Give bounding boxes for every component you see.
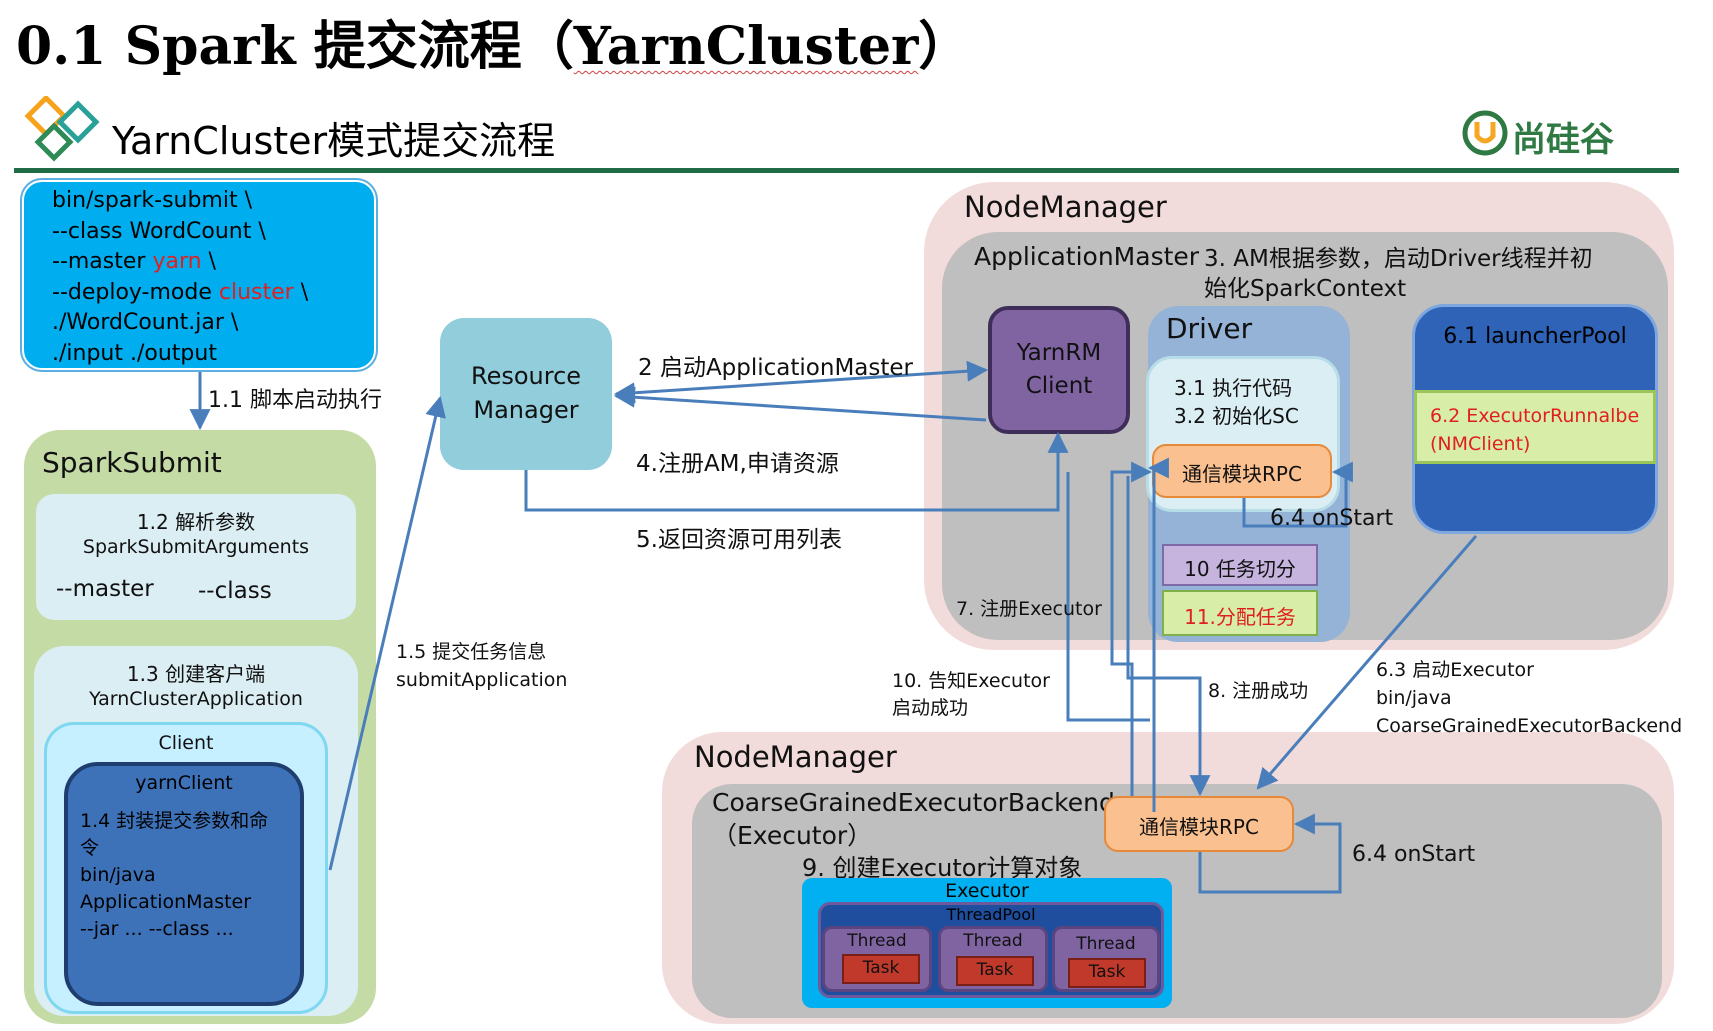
header-divider [14,168,1679,173]
command-line: ./WordCount.jar \ [52,310,239,335]
yarn-rm-client-box [988,306,1130,434]
task-box [1068,958,1146,988]
parse-args-title: 1.2 解析参数 [136,510,256,534]
executor-rpc-label: 通信模块RPC [1139,815,1259,839]
yarn-client-content: 1.4 封装提交参数和命 令 bin/java ApplicationMaste… [80,810,269,940]
command-line: --master yarn \ [52,249,216,274]
logo-diamonds-icon [24,94,104,166]
executor-backend-label: CoarseGrainedExecutorBackend （Executor） [712,788,1115,850]
create-executor-label: 9. 创建Executor计算对象 [802,854,1083,882]
arrow-label-5: 5.返回资源可用列表 [636,527,842,553]
resource-manager-box [440,318,612,470]
arrow-label-4: 4.注册AM,申请资源 [636,451,839,477]
executor-runnable-box [1414,390,1656,464]
task-label: Task [1088,962,1126,982]
node-manager-top-title: NodeManager [964,190,1167,224]
command-line: ./input ./output [52,340,217,366]
parse-args-box [36,494,356,620]
command-line: bin/spark-submit \ [52,188,253,213]
executor-runnable-label: 6.2 ExecutorRunnalbe (NMClient) [1430,405,1640,455]
diagram-subtitle: YarnCluster模式提交流程 [112,119,556,163]
driver-title: Driver [1166,312,1253,345]
node-manager-bottom-title: NodeManager [694,740,897,774]
arrow-label-10: 10. 告知Executor 启动成功 [892,670,1050,719]
arrow-label-6-4-top: 6.4 onStart [1270,506,1394,531]
driver-rpc-label: 通信模块RPC [1182,462,1302,486]
client-title: Client [158,732,214,754]
arrow-label-1-1: 1.1 脚本启动执行 [208,388,382,413]
yarn-client-title: yarnClient [135,772,233,794]
task-label: Task [976,960,1014,980]
brand-logo-icon [1462,110,1508,156]
yarn-client-box [64,762,304,1006]
parse-args-class: SparkSubmitArguments [82,536,310,558]
thread-label: Thread [1076,934,1136,954]
executor-title: Executor [945,880,1029,902]
task-assign-label: 11.分配任务 [1184,605,1296,629]
thread-label: Thread [963,931,1023,951]
arrow-label-1-5: 1.5 提交任务信息 submitApplication [396,641,568,691]
resource-manager-label-1: Resource [470,362,582,390]
task-split-label: 10 任务切分 [1184,557,1296,581]
exec-code-label: 3.1 执行代码 [1174,376,1293,400]
yarn-rm-client-label-2: Client [1025,373,1093,399]
step-3-label: 3. AM根据参数，启动Driver线程并初 始化SparkContext [1204,246,1593,302]
launcher-pool-label: 6.1 launcherPool [1443,324,1627,349]
arrow-label-8: 8. 注册成功 [1208,680,1309,702]
create-client-class: YarnClusterApplication [89,688,303,710]
spark-submit-command-box: bin/spark-submit \ --class WordCount \ -… [22,180,376,370]
task-box [956,956,1034,986]
application-master-title: ApplicationMaster [974,242,1200,271]
arrow-label-6-4-bottom: 6.4 onStart [1352,842,1476,867]
resource-manager-label-2: Manager [473,396,579,424]
command-line: --deploy-mode cluster \ [52,279,309,305]
thread-pool-title: ThreadPool [946,905,1036,924]
create-client-title: 1.3 创建客户端 [126,662,266,686]
parse-args-master: --master [56,576,154,602]
thread-label: Thread [847,931,907,951]
brand-name: 尚硅谷 [1512,120,1614,160]
parse-args-class-flag: --class [198,578,272,604]
yarn-rm-client-label-1: YarnRM [1016,340,1102,366]
task-box [842,954,920,984]
arrow-label-7: 7. 注册Executor [956,598,1102,620]
task-label: Task [862,958,900,978]
arrow-label-2: 2 启动ApplicationMaster [638,355,914,381]
spark-submit-title: SparkSubmit [42,446,222,479]
arrow-label-6-3: 6.3 启动Executor bin/java CoarseGrainedExe… [1376,659,1683,737]
command-line: --class WordCount \ [52,218,266,244]
init-sc-label: 3.2 初始化SC [1174,404,1299,428]
page-title: 0.1 Spark 提交流程（YarnCluster） [16,16,971,77]
